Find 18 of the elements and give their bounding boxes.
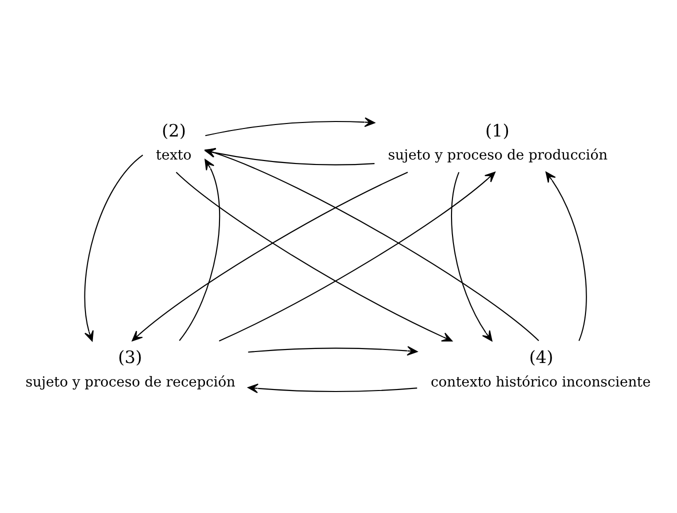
node-text: (3) [118, 348, 142, 368]
arrow [218, 172, 496, 342]
arrow [205, 117, 376, 136]
arrow [84, 154, 144, 342]
node-label: contexto histórico inconsciente [430, 374, 651, 390]
node-label: sujeto y proceso de recepción [25, 374, 236, 390]
node-label: sujeto y proceso de producción [388, 148, 608, 164]
arrow [176, 172, 452, 342]
arrow [248, 384, 418, 394]
arrow [179, 159, 220, 341]
arrow [132, 172, 408, 342]
node-text: (4) [529, 348, 554, 368]
node-text: (2) [162, 122, 186, 142]
arrow [546, 172, 587, 341]
node-label: texto [156, 148, 192, 164]
node-text: (1) [485, 122, 510, 142]
arrow [451, 172, 492, 342]
arrow [248, 346, 418, 356]
